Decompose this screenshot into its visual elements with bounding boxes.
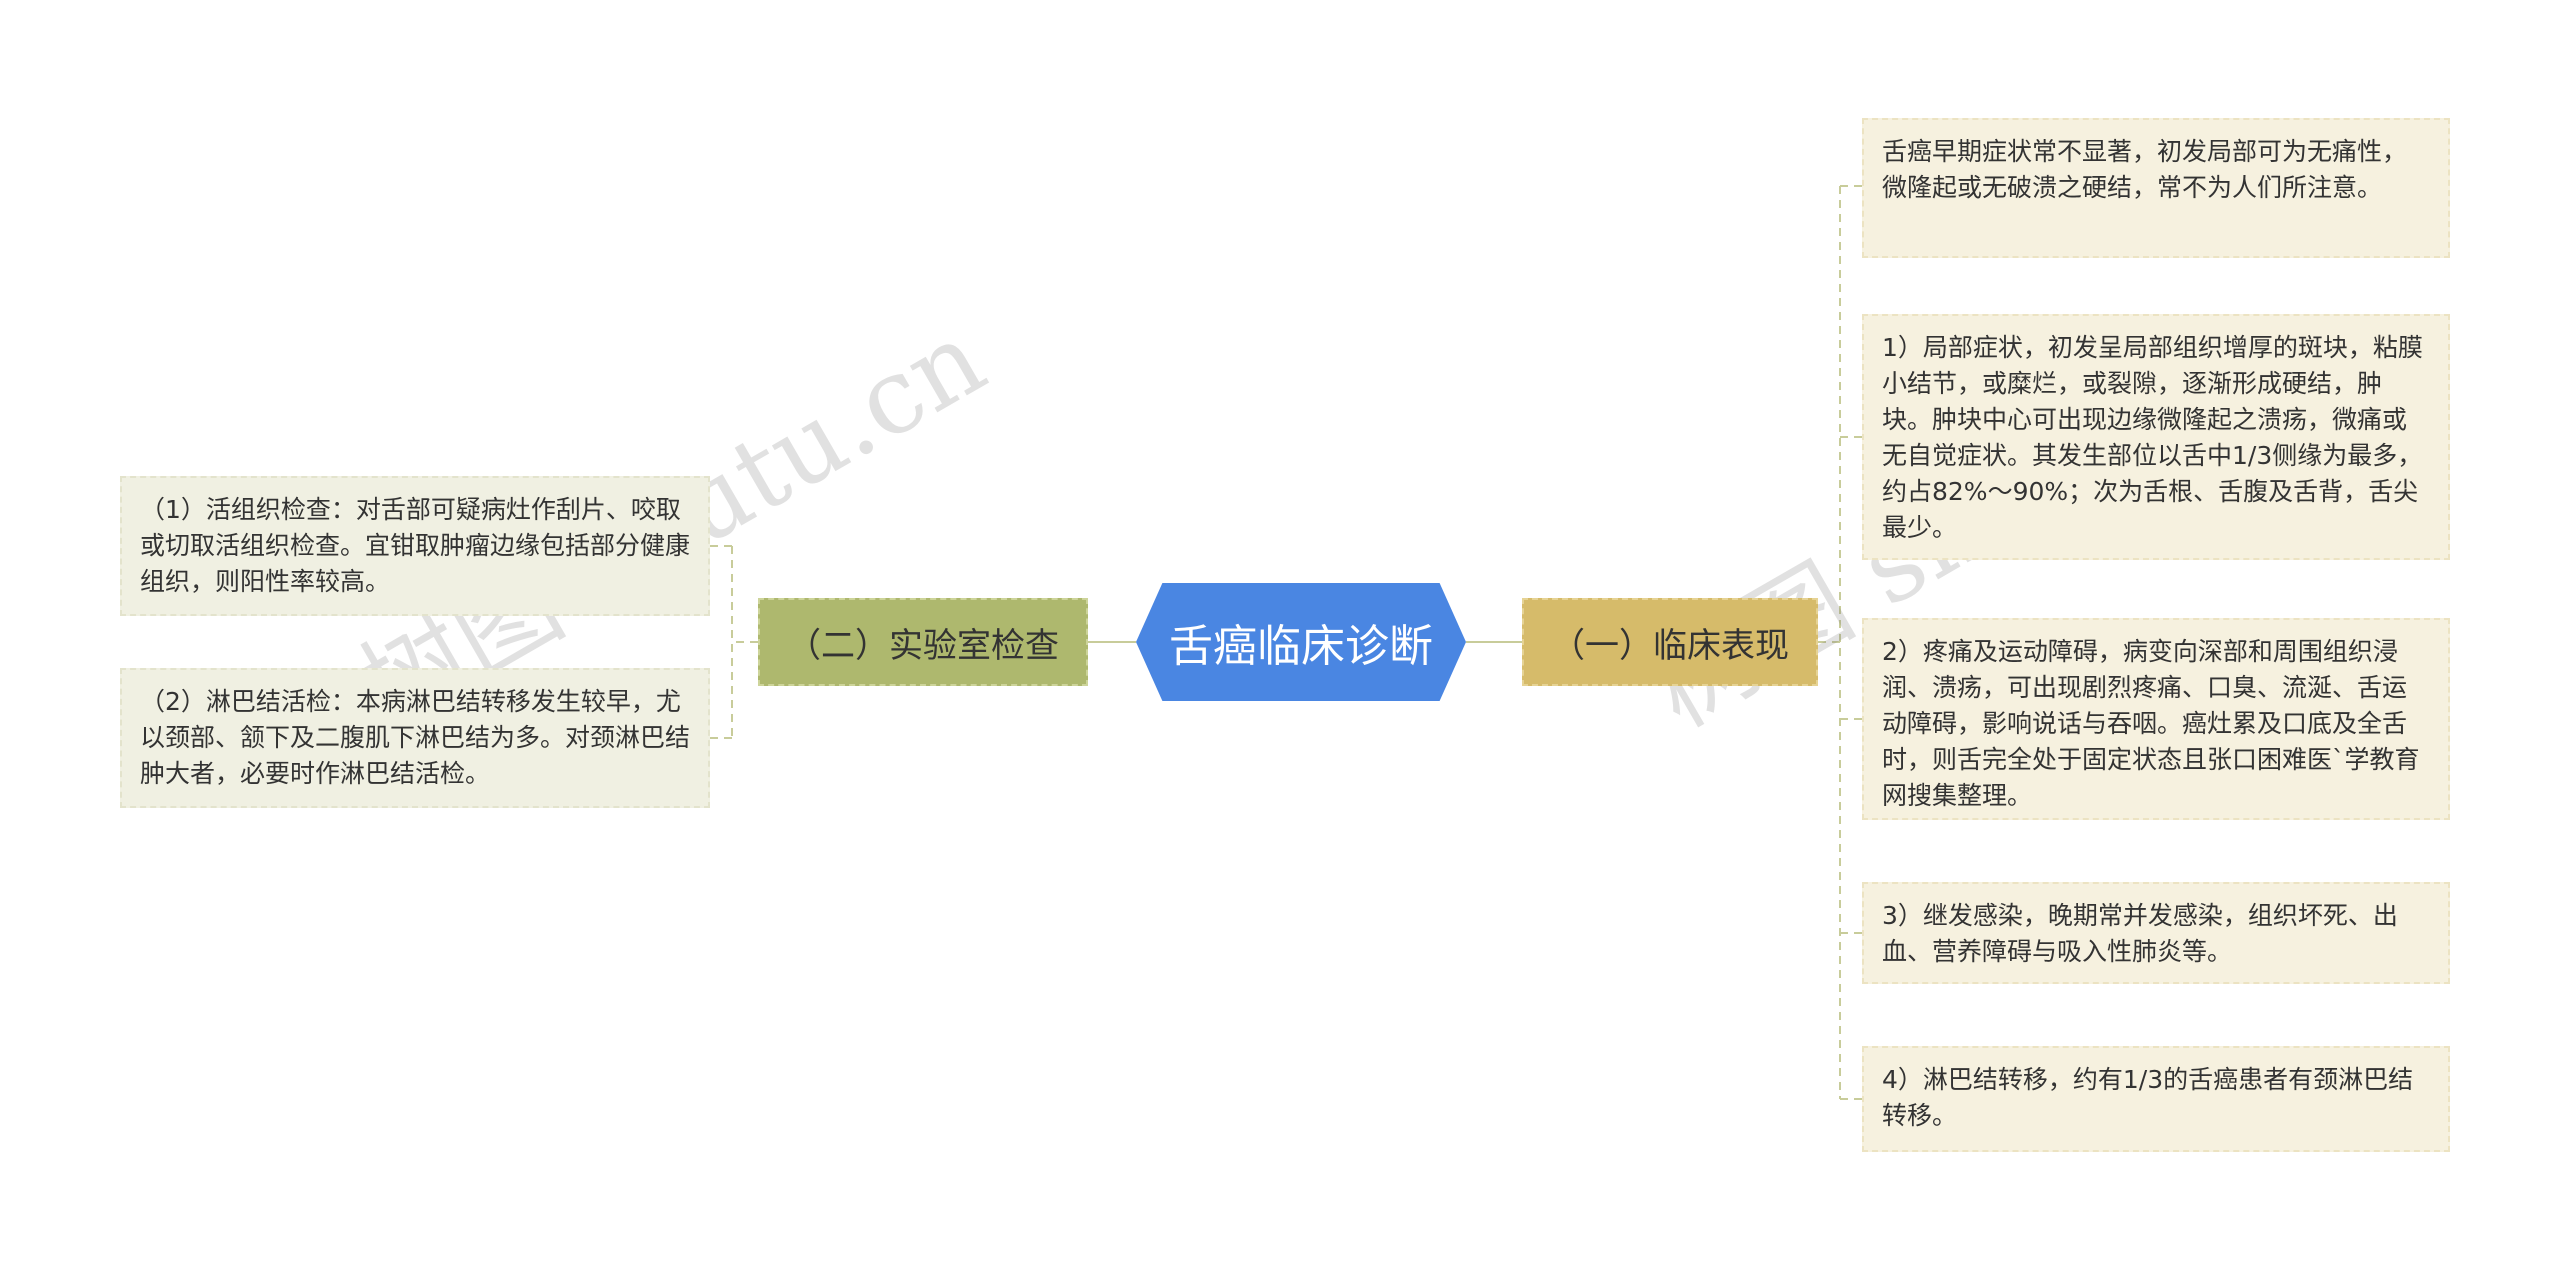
branch-lab-tests[interactable]: （二）实验室检查 <box>758 598 1088 686</box>
connector-left-bracket <box>710 545 758 739</box>
leaf-biopsy[interactable]: （1）活组织检查：对舌部可疑病灶作刮片、咬取或切取活组织检查。宜钳取肿瘤边缘包括… <box>120 476 710 616</box>
branch-clinical-manifestations[interactable]: （一）临床表现 <box>1522 598 1818 686</box>
leaf-early-symptoms[interactable]: 舌癌早期症状常不显著，初发局部可为无痛性，微隆起或无破溃之硬结，常不为人们所注意… <box>1862 118 2450 258</box>
root-node[interactable]: 舌癌临床诊断 <box>1136 583 1466 701</box>
leaf-secondary-infection[interactable]: 3）继发感染，晚期常并发感染，组织坏死、出血、营养障碍与吸入性肺炎等。 <box>1862 882 2450 984</box>
leaf-lymph-node-biopsy[interactable]: （2）淋巴结活检：本病淋巴结转移发生较早，尤以颈部、颔下及二腹肌下淋巴结为多。对… <box>120 668 710 808</box>
connector-right-bracket <box>1818 185 1862 1100</box>
leaf-lymph-metastasis[interactable]: 4）淋巴结转移，约有1/3的舌癌患者有颈淋巴结转移。 <box>1862 1046 2450 1152</box>
leaf-pain-motor-disorder[interactable]: 2）疼痛及运动障碍，病变向深部和周围组织浸润、溃疡，可出现剧烈疼痛、口臭、流涎、… <box>1862 618 2450 820</box>
leaf-local-symptoms[interactable]: 1）局部症状，初发呈局部组织增厚的斑块，粘膜小结节，或糜烂，或裂隙，逐渐形成硬结… <box>1862 314 2450 560</box>
